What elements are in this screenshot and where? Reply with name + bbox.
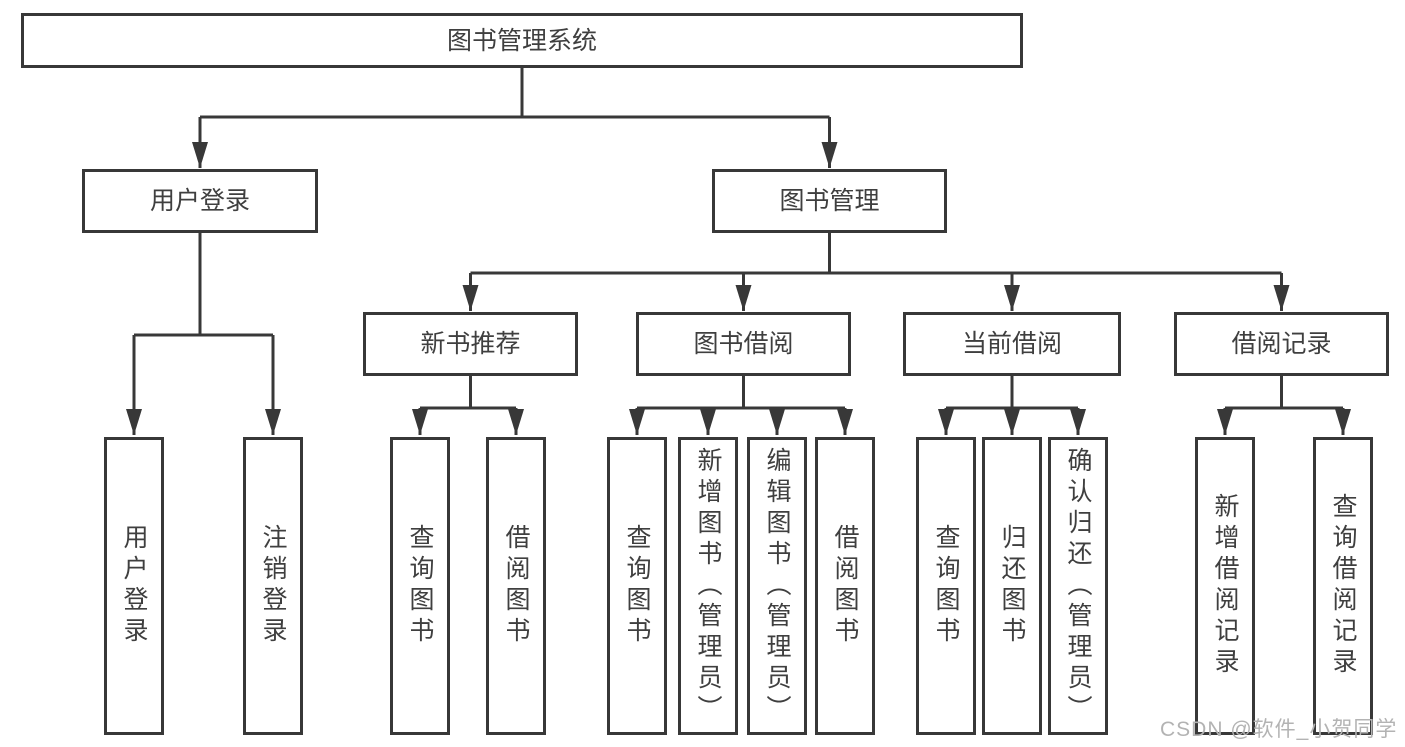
leaf-nb-borrow-books: 借阅图书 — [486, 437, 546, 735]
leaf-logout-login: 注销登录 — [243, 437, 303, 735]
leaf-cb-return-books: 归还图书 — [982, 437, 1042, 735]
leaf-bb-query-books: 查询图书 — [607, 437, 667, 735]
leaf-br-add-borrow-record: 新增借阅记录 — [1195, 437, 1255, 735]
node-library-management-system: 图书管理系统 — [21, 13, 1023, 68]
leaf-cb-confirm-return-admin: 确认归还（管理员） — [1048, 437, 1108, 735]
leaf-bb-edit-books-admin: 编辑图书（管理员） — [747, 437, 807, 735]
csdn-watermark: CSDN @软件_小贺同学 — [1160, 718, 1398, 741]
leaf-user-login: 用户登录 — [104, 437, 164, 735]
node-new-book-recommendation: 新书推荐 — [363, 312, 578, 376]
leaf-br-query-borrow-record: 查询借阅记录 — [1313, 437, 1373, 735]
leaf-bb-borrow-books: 借阅图书 — [815, 437, 875, 735]
leaf-cb-query-books: 查询图书 — [916, 437, 976, 735]
node-user-login: 用户登录 — [82, 169, 318, 233]
node-book-management: 图书管理 — [712, 169, 947, 233]
node-book-borrowing: 图书借阅 — [636, 312, 851, 376]
node-borrowing-records: 借阅记录 — [1174, 312, 1389, 376]
leaf-bb-add-books-admin: 新增图书（管理员） — [678, 437, 738, 735]
node-current-borrowing: 当前借阅 — [903, 312, 1121, 376]
leaf-nb-query-books: 查询图书 — [390, 437, 450, 735]
